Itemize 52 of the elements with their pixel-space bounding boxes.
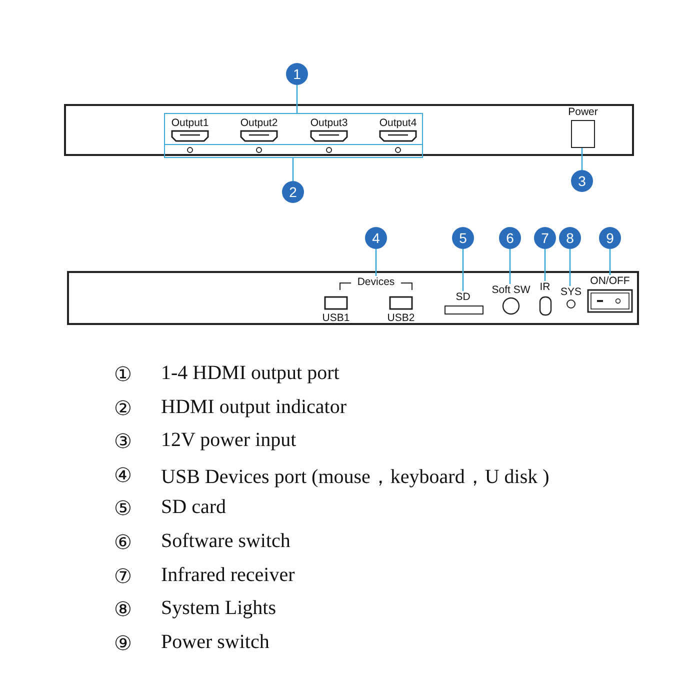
callout-number: 6 (499, 227, 521, 249)
item-number: ③ (114, 430, 132, 454)
port-label: USB1 (322, 312, 350, 324)
item-description: 1-4 HDMI output port (161, 362, 340, 385)
leader-line (581, 148, 583, 170)
leader-line (569, 249, 571, 286)
item-number: ⑤ (114, 497, 132, 522)
port-label: Output3 (310, 117, 348, 129)
port-label: USB2 (387, 312, 415, 324)
item-number: ① (114, 363, 132, 387)
callout-number: 4 (365, 227, 387, 249)
port-label: Power (568, 106, 598, 118)
item-description: System Lights (161, 597, 276, 620)
leader-line (296, 85, 298, 113)
callout-number: 8 (559, 227, 581, 249)
callout-number: 3 (571, 170, 593, 192)
item-description: Power switch (161, 630, 270, 654)
callout-number: 9 (599, 227, 621, 249)
callout-number: 2 (282, 181, 304, 203)
port-group-bracket (164, 113, 423, 145)
item-description: HDMI output indicator (161, 396, 347, 419)
power-jack (571, 120, 595, 148)
item-number: ⑨ (114, 632, 132, 656)
callout-number: 1 (286, 63, 308, 85)
leader-line (509, 249, 511, 284)
item-number: ⑥ (114, 531, 132, 555)
item-number: ⑦ (114, 564, 132, 589)
leader-line (292, 158, 294, 181)
port-label: Soft SW (486, 284, 536, 297)
port-label: SYS (557, 286, 585, 299)
leader-line (375, 249, 377, 276)
callout-number: 5 (452, 227, 474, 249)
port-label: Output1 (171, 117, 209, 129)
item-description: 12V power input (161, 429, 296, 452)
leader-line (544, 249, 546, 281)
leader-line (609, 249, 611, 275)
port-label: Output2 (240, 117, 278, 129)
item-description: Software switch (161, 530, 290, 553)
port-label: IR (537, 281, 553, 294)
port-label: Devices (352, 276, 400, 290)
item-description: SD card (161, 496, 226, 520)
item-description: USB Devices port (mouse，keyboard，U disk ) (161, 464, 550, 490)
port-label: Output4 (379, 117, 417, 129)
callout-number: 7 (534, 227, 556, 249)
leader-line (462, 249, 464, 291)
item-number: ④ (114, 464, 132, 488)
indicator-bracket (164, 145, 423, 158)
port-label: SD (452, 291, 474, 304)
port-label: ON/OFF (586, 275, 634, 288)
item-number: ② (114, 396, 132, 421)
item-number: ⑧ (114, 598, 132, 622)
item-description: Infrared receiver (161, 564, 295, 587)
